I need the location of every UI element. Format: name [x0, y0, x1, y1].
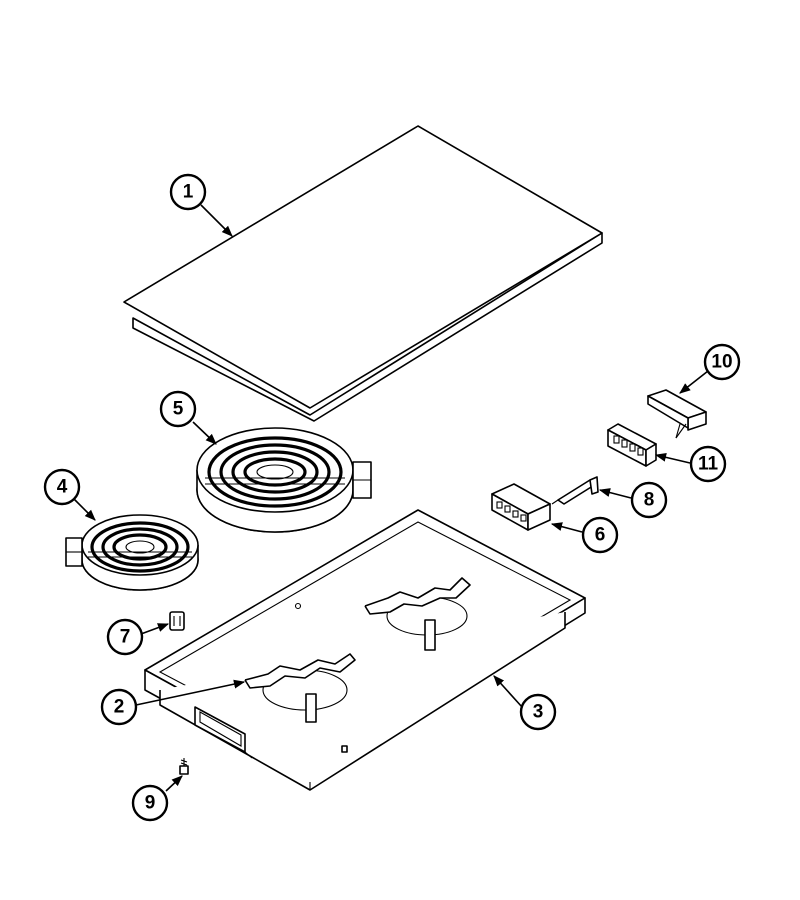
- callout-7: 7: [106, 618, 144, 656]
- leader-lines: [73, 204, 709, 792]
- callout-label: 8: [644, 490, 655, 511]
- callout-5: 5: [159, 390, 197, 428]
- callout-label: 1: [183, 182, 194, 203]
- part-switch-plate: [607, 423, 657, 467]
- part-clip: [169, 611, 185, 631]
- callout-label: 11: [698, 454, 719, 475]
- callout-label: 5: [173, 399, 184, 420]
- part-mounting-bracket: [647, 389, 707, 439]
- callout-9: 9: [131, 784, 169, 822]
- callout-1: 1: [169, 173, 207, 211]
- part-burner-box: [144, 509, 586, 791]
- callout-6: 6: [581, 516, 619, 554]
- callout-label: 10: [711, 352, 732, 373]
- part-terminal-block: [491, 483, 551, 531]
- part-screw: [179, 758, 189, 775]
- callout-label: 3: [533, 702, 544, 723]
- callout-3: 3: [519, 693, 557, 731]
- part-large-element: [196, 427, 372, 533]
- callout-4: 4: [43, 468, 81, 506]
- part-small-element: [65, 514, 199, 591]
- part-glass-top: [123, 125, 603, 422]
- callout-8: 8: [630, 481, 668, 519]
- callout-11: 11: [689, 445, 727, 483]
- callout-label: 6: [595, 525, 606, 546]
- callout-2: 2: [100, 688, 138, 726]
- callout-label: 7: [120, 627, 131, 648]
- callout-10: 10: [703, 343, 741, 381]
- part-bracket-pin: [551, 476, 599, 505]
- callout-label: 4: [57, 477, 68, 498]
- callout-label: 2: [114, 697, 125, 718]
- callout-label: 9: [145, 793, 156, 814]
